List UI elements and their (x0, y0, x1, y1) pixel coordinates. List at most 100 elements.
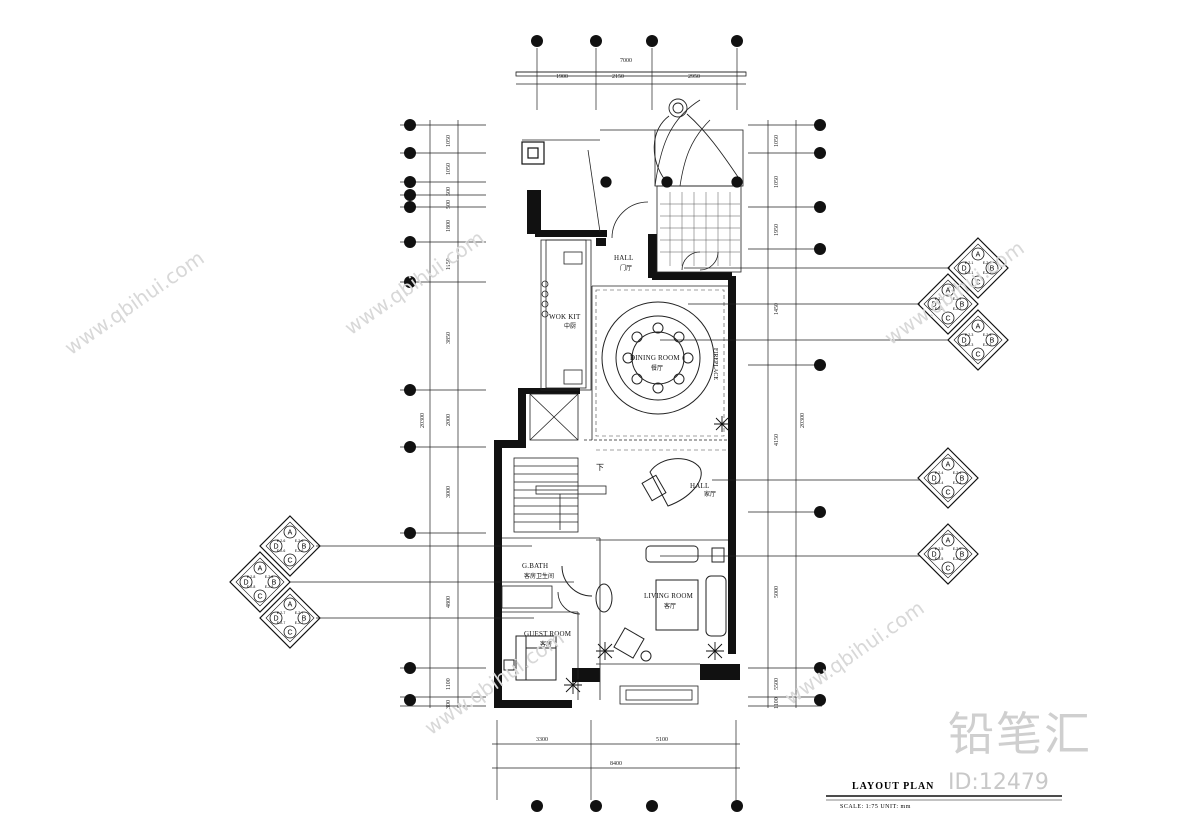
elevation-marker-ref: E-2-8 (265, 575, 274, 579)
dim-bottom-seg-2: 5100 (656, 737, 668, 743)
room-label-wok-kit-cn: 中厨 (564, 324, 577, 330)
elevation-marker-letter: D (961, 266, 966, 273)
dim-left-seg: 1050 (446, 135, 452, 147)
elevation-marker-ref: E-2-8 (265, 585, 274, 589)
grid-axis-bubbles (404, 35, 826, 812)
elevation-marker-ref: E-2-6 (277, 539, 286, 543)
elevation-marker-ref: E-2-3 (965, 343, 974, 347)
elevation-marker-ref: E-2-2 (935, 297, 944, 301)
elevation-marker-ref: E-2-6 (277, 549, 286, 553)
dim-left-seg: 1800 (446, 220, 452, 232)
room-label-hall-mid-cn: 家厅 (704, 492, 717, 498)
elevation-marker-letter: A (288, 530, 293, 537)
dim-top-seg-1: 1900 (556, 74, 568, 80)
dim-left-seg: 1100 (446, 678, 452, 690)
elevation-marker-letter: D (961, 338, 966, 345)
axis-bubble (531, 800, 743, 812)
plan-scale: SCALE: 1:75 UNIT: mm (840, 804, 911, 810)
room-label-hall-mid: HALL (690, 482, 710, 490)
room-label-living-cn: 客厅 (664, 604, 677, 610)
elevation-marker-letter: C (257, 594, 262, 601)
dim-right-seg: 1050 (774, 135, 780, 147)
dim-left-seg: 500 (446, 200, 452, 209)
dim-right-seg: 5500 (774, 678, 780, 690)
room-label-guest: GUEST ROOM (524, 630, 572, 638)
room-label-hall-top-cn: 门厅 (620, 266, 633, 272)
elevation-marker-letter: C (945, 566, 950, 573)
title-underline (826, 795, 1062, 801)
plan-title: LAYOUT PLAN (852, 781, 935, 792)
elevation-marker-letter: D (243, 580, 248, 587)
elevation-marker-letter: D (273, 616, 278, 623)
plants (564, 416, 730, 694)
room-label-g-bath: G.BATH (522, 562, 549, 570)
room-label-dining: DINING ROOM (630, 354, 680, 362)
dim-bottom-total: 8400 (610, 761, 622, 767)
elevation-marker-ref: E-2-6 (295, 539, 304, 543)
elevation-marker-letter: C (287, 558, 292, 565)
axis-bubble (531, 35, 743, 47)
dim-right-seg: 5000 (774, 586, 780, 598)
elevation-marker-letter: C (945, 316, 950, 323)
elevation-marker-ref: E-2-4 (935, 471, 944, 475)
elevation-marker-letter: C (975, 280, 980, 287)
spiral-stair (653, 98, 741, 181)
elevation-marker-letter: B (990, 338, 995, 345)
building-walls (494, 190, 740, 708)
dining-table (601, 301, 715, 415)
elevation-marker-letter: A (976, 324, 981, 331)
elevation-marker-letter: A (946, 538, 951, 545)
watermark-id: ID:12479 (948, 770, 1049, 795)
elevation-marker-ref: E-2-5 (953, 557, 962, 561)
elevation-marker-ref: E-2-4 (953, 481, 962, 485)
dim-right-seg: 1450 (774, 303, 780, 315)
elevation-marker-ref: E-2-7 (295, 611, 304, 615)
dim-top-seg-2: 2150 (612, 74, 624, 80)
room-label-g-bath-cn: 客房卫生间 (524, 574, 555, 580)
elevation-marker-ref: E-2-5 (953, 547, 962, 551)
elevation-marker-letter: C (287, 630, 292, 637)
piano (641, 458, 702, 507)
elevation-marker-letter: B (302, 616, 307, 623)
elevation-marker-letter: B (960, 476, 965, 483)
dashed-ceiling-lines (595, 289, 728, 451)
dim-left-total: 20300 (420, 413, 426, 428)
elevation-marker-ref: E-2-3 (983, 343, 992, 347)
elevation-marker-letter: D (931, 476, 936, 483)
guest-bed (503, 635, 557, 681)
elevation-marker-ref: E-2-7 (277, 611, 286, 615)
dim-right-total: 20300 (800, 413, 806, 428)
dim-right-seg: 1050 (774, 176, 780, 188)
elevation-marker-ref: E-2-2 (935, 307, 944, 311)
room-label-dining-cn: 餐厅 (651, 366, 664, 372)
bottom-dimension-lines (492, 720, 740, 800)
dim-left-seg: 2000 (446, 414, 452, 426)
elevation-marker-ref: E-2-1 (965, 271, 974, 275)
elevation-marker-ref: E-2-7 (295, 621, 304, 625)
elevation-marker-letter: A (946, 462, 951, 469)
dim-left-seg: 1050 (446, 163, 452, 175)
dim-left-seg: 4800 (446, 596, 452, 608)
elevation-marker-ref: E-2-6 (295, 549, 304, 553)
elevation-marker-letter: D (931, 552, 936, 559)
axis-bubble (814, 119, 826, 706)
elevation-marker-letter: C (975, 352, 980, 359)
elevation-marker-ref: E-2-8 (247, 575, 256, 579)
elevation-marker-letter: B (960, 302, 965, 309)
dim-top-seg-3: 2950 (688, 74, 700, 80)
dim-right-seg: 1100 (774, 697, 780, 709)
dim-top-total: 7000 (620, 58, 632, 64)
stair-down-mark: 下 (596, 463, 604, 472)
dim-left-seg: 500 (446, 187, 452, 196)
elevation-marker-ref: E-2-1 (965, 261, 974, 265)
elevation-leader-lines (290, 267, 950, 619)
elevation-marker-ref: E-2-3 (965, 333, 974, 337)
